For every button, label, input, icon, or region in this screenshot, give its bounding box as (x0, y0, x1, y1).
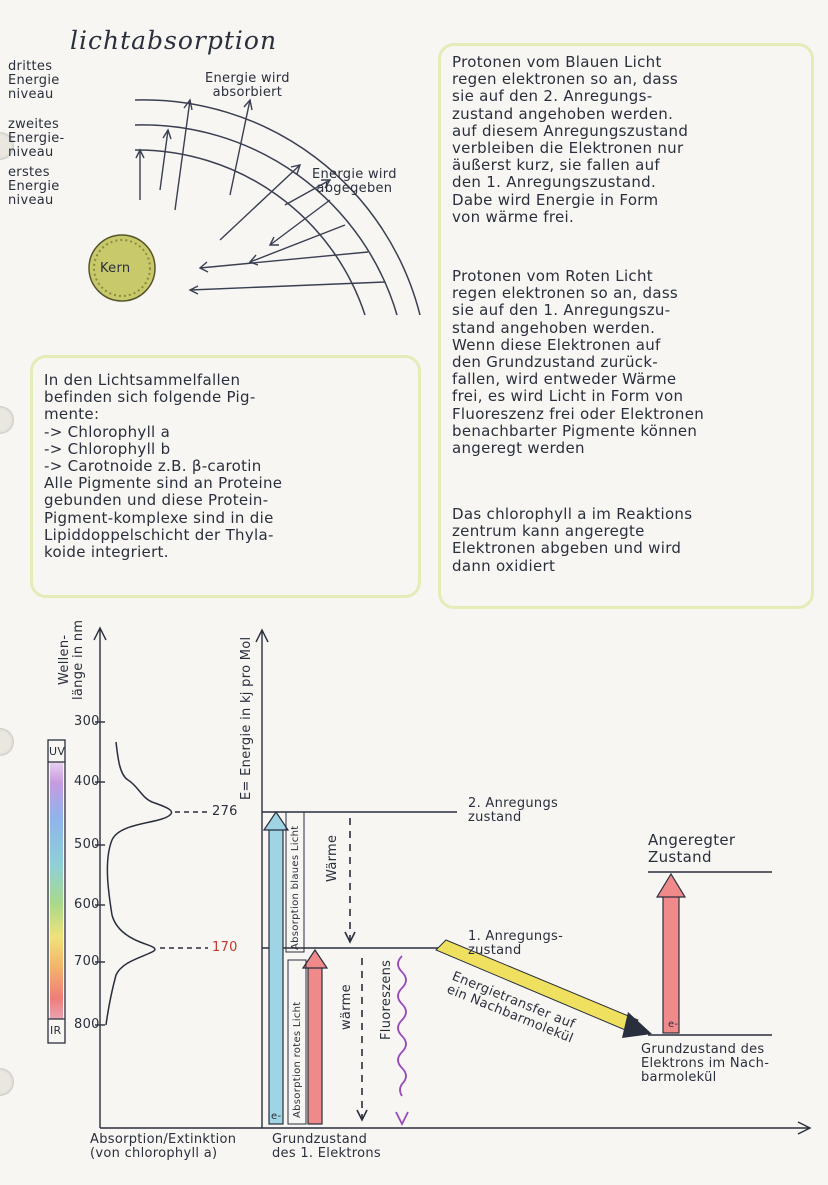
level-1-label: 1. Anregungs- zustand (468, 929, 564, 958)
absorbed-label: Energie wird absorbiert (205, 71, 290, 100)
punch-hole (0, 1068, 14, 1096)
punch-hole (0, 132, 14, 160)
pigments-box (30, 355, 421, 598)
punch-hole (0, 728, 14, 756)
blue-light-paragraph: Protonen vom Blauen Licht regen elektron… (452, 53, 689, 226)
absorption-curve (105, 741, 173, 1026)
punch-hole (0, 406, 14, 434)
spectrum-bar (47, 739, 66, 1044)
heat-label-lower: wärme (339, 984, 354, 1030)
tick-600: 600 (74, 897, 100, 912)
nucleus-label: Kern (100, 261, 131, 276)
notes-box (438, 43, 814, 609)
heat-label-upper: Wärme (325, 834, 340, 882)
tick-800: 800 (74, 1017, 100, 1032)
electron-label-blue: e- (271, 1111, 282, 1122)
fluorescence-wave (397, 955, 407, 1097)
ground-state-label: Grundzustand des 1. Elektrons (272, 1132, 381, 1161)
neighbor-excited-label: Angeregter Zustand (648, 831, 736, 866)
level1-label: erstes Energie niveau (8, 165, 60, 208)
page-title: lichtabsorption (70, 26, 278, 55)
uv-label: UV (49, 745, 66, 758)
level-2-label: 2. Anregungs zustand (468, 796, 559, 825)
x-axis-label: Absorption/Extinktion (von chlorophyll a… (90, 1132, 237, 1161)
visible-spectrum (50, 762, 63, 1019)
orbit-2 (134, 124, 398, 316)
ir-label: IR (50, 1024, 62, 1037)
orbit-1 (134, 149, 366, 316)
red-absorption-label: Absorption rotes Licht (292, 1001, 303, 1119)
red-absorption-arrow (307, 965, 323, 1125)
peak-170-label: 170 (212, 940, 238, 955)
fluorescence-label: Fluoreszens (379, 959, 394, 1040)
tick-700: 700 (74, 954, 100, 969)
energy-axis-label: E= Energie in kj pro Mol (239, 636, 254, 800)
wavelength-axis-label: Wellen- länge in nm (57, 619, 86, 700)
level2-label: zweites Energie- niveau (8, 117, 65, 160)
released-label: Energie wird abgegeben (312, 167, 397, 196)
neighbor-excitation-arrow (662, 894, 680, 1034)
nucleus (88, 234, 156, 302)
chlorophyll-paragraph: Das chlorophyll a im Reaktions zentrum k… (452, 505, 693, 575)
blue-absorption-label: Absorption blaues Licht (290, 825, 301, 950)
peak-276-label: 276 (212, 804, 238, 819)
tick-500: 500 (74, 837, 100, 852)
tick-400: 400 (74, 774, 100, 789)
red-light-paragraph: Protonen vom Roten Licht regen elektrone… (452, 267, 705, 458)
energy-transfer-arrow (435, 939, 639, 1033)
pigments-paragraph: In den Lichtsammelfallen befinden sich f… (44, 371, 283, 562)
tick-300: 300 (74, 714, 100, 729)
blue-absorption-arrow (268, 827, 284, 1125)
neighbor-ground-label: Grundzustand des Elektrons im Nach- barm… (641, 1042, 770, 1085)
level3-label: drittes Energie niveau (8, 59, 60, 102)
electron-label-neighbor: e- (668, 1019, 679, 1030)
